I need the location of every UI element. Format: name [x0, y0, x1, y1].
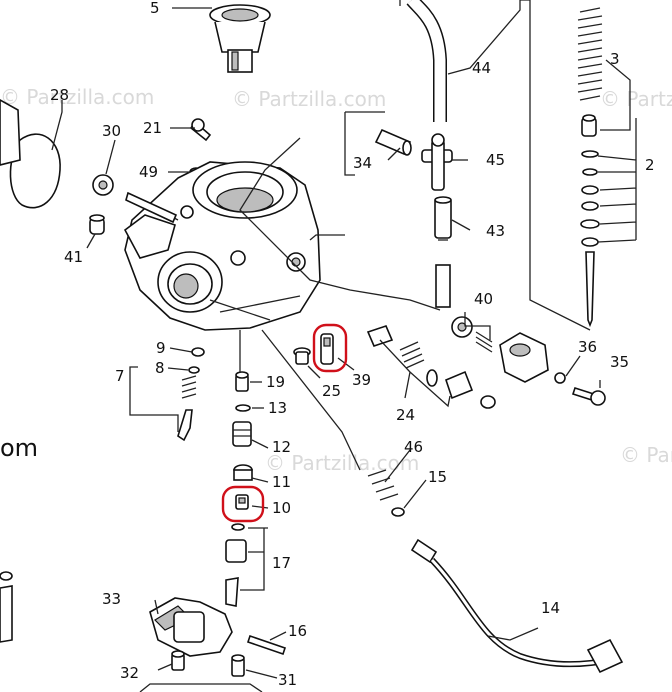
- callout-35: 35: [610, 353, 629, 371]
- part-32-screw: [171, 650, 185, 671]
- callout-21: 21: [143, 119, 162, 137]
- callout-24: 24: [396, 406, 415, 424]
- callout-33: 33: [102, 590, 121, 608]
- callout-16: 16: [288, 622, 307, 640]
- highlight-part-39: [312, 323, 348, 373]
- callout-49: 49: [139, 163, 158, 181]
- watermark: © Partzilla.com: [600, 87, 672, 111]
- callout-labels: 5 44 3 28 2 30 21 34 45 49 43 41 40 9 36…: [50, 0, 655, 689]
- callout-17: 17: [272, 554, 291, 572]
- callout-44: 44: [472, 59, 491, 77]
- part-11-washer: [233, 464, 253, 481]
- part-7-throttle-screw: [177, 375, 197, 442]
- part-8-washer: [188, 366, 200, 374]
- part-3-spring: [577, 7, 603, 101]
- callout-10: 10: [272, 499, 291, 517]
- part-2-jet-needle-set: [580, 114, 600, 328]
- callout-45: 45: [486, 151, 505, 169]
- callout-15: 15: [428, 468, 447, 486]
- callout-31: 31: [278, 671, 297, 689]
- part-19-main-jet-holder: [235, 371, 249, 392]
- carburetor-body: [123, 161, 321, 331]
- part-16-pin: [246, 634, 287, 656]
- part-28-gasket: [0, 99, 61, 209]
- callout-40: 40: [474, 290, 493, 308]
- part-5-intake-joint: [209, 4, 271, 73]
- part-15-washer: [391, 507, 405, 517]
- part-17-starter-plunger: [225, 523, 247, 607]
- leader-lines: [51, 0, 637, 679]
- part-13-o-ring: [235, 404, 251, 412]
- part-34-fitting: [374, 128, 412, 156]
- callout-46: 46: [404, 438, 423, 456]
- watermark: © Partzilla.com: [620, 443, 672, 467]
- watermark: © Partzilla.com: [0, 85, 154, 109]
- cropped-edge-text: om: [0, 434, 38, 462]
- callout-8: 8: [155, 359, 165, 377]
- part-24-pilot-screw-set: [366, 325, 496, 409]
- callout-28: 28: [50, 86, 69, 104]
- part-41-cap: [89, 214, 105, 235]
- part-12-needle-jet: [232, 421, 252, 447]
- callout-11: 11: [272, 473, 291, 491]
- part-39-pilot-jet: [320, 333, 334, 365]
- callout-3: 3: [610, 50, 620, 68]
- callout-7: 7: [115, 367, 125, 385]
- callout-2: 2: [645, 156, 655, 174]
- callout-43: 43: [486, 222, 505, 240]
- part-cropped-left-ring: [0, 571, 13, 581]
- callout-25: 25: [322, 382, 341, 400]
- callout-19: 19: [266, 373, 285, 391]
- part-31-screw: [231, 654, 245, 677]
- part-21-screw: [189, 118, 212, 142]
- part-25-jet: [293, 347, 311, 365]
- callout-32: 32: [120, 664, 139, 682]
- cropped-bottom-outline: [139, 683, 263, 692]
- part-40-needle-valve-set: [451, 316, 493, 353]
- part-10-main-jet: [235, 494, 249, 510]
- callout-5: 5: [150, 0, 160, 17]
- callout-13: 13: [268, 399, 287, 417]
- part-float-chamber-cover: [499, 332, 606, 406]
- part-44-vent-hose: [406, 0, 447, 122]
- watermark: © Partzilla.com: [232, 87, 386, 111]
- callout-30: 30: [102, 122, 121, 140]
- part-cropped-left: [0, 585, 13, 643]
- callout-36: 36: [578, 338, 597, 356]
- callout-41: 41: [64, 248, 83, 266]
- part-30-nut: [92, 174, 114, 196]
- callout-9: 9: [156, 339, 166, 357]
- part-33-sensor: [149, 597, 233, 657]
- callout-34: 34: [353, 154, 372, 172]
- callout-14: 14: [541, 599, 560, 617]
- callout-39: 39: [352, 371, 371, 389]
- highlight-part-10: [221, 485, 265, 523]
- part-14-throttle-cable: [410, 538, 624, 674]
- callout-12: 12: [272, 438, 291, 456]
- part-9-o-ring: [191, 347, 205, 357]
- part-46-spring: [367, 469, 399, 501]
- part-43-overflow-tube: [434, 196, 452, 308]
- part-45-t-joint: [421, 133, 453, 191]
